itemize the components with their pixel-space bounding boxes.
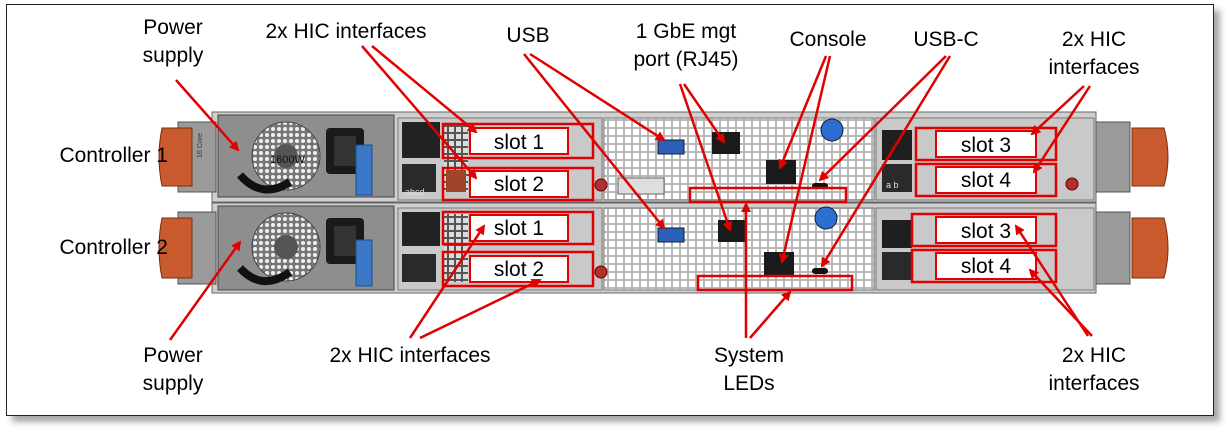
c1-slot-3: slot 3	[914, 126, 1058, 162]
label-power-supply-bottom: Power supply	[142, 344, 204, 395]
label-hic-top-right: 2x HIC interfaces	[1048, 28, 1140, 79]
slot-label: slot 2	[494, 173, 544, 196]
slot-label: slot 1	[494, 131, 544, 154]
controller-1-right-handle	[1095, 121, 1169, 193]
slot-boxes: slot 1 slot 2 slot 3 slot 4 slot 1 slot …	[441, 122, 1058, 288]
c1-slot-2: slot 2	[441, 166, 595, 202]
controller-2-power-supply	[217, 205, 395, 291]
label-usb-c: USB-C	[913, 28, 979, 51]
c2-slot-3: slot 3	[910, 212, 1058, 248]
c2-system-leds-box	[696, 274, 854, 292]
c2-slot-1: slot 1	[441, 210, 595, 246]
c2-slot-2: slot 2	[441, 250, 595, 288]
slot-label: slot 3	[961, 134, 1011, 157]
label-hic-top-left: 2x HIC interfaces	[265, 20, 427, 43]
slot-label: slot 2	[494, 258, 544, 281]
label-usb: USB	[506, 24, 550, 47]
label-system-leds: System LEDs	[713, 344, 784, 395]
psu-rating: 1600W	[270, 154, 305, 166]
controller-2-left-handle	[158, 211, 217, 285]
slot-label: slot 4	[961, 169, 1012, 192]
c2-slot-4: slot 4	[910, 248, 1058, 284]
c1-slot-4: slot 4	[914, 162, 1058, 198]
callout-arrows	[168, 45, 1093, 341]
handle-label: 16 Core	[197, 133, 204, 158]
slot-label: slot 1	[494, 217, 544, 240]
controller-2-right-handle	[1095, 211, 1169, 285]
controller-1-power-supply: 1600W	[217, 114, 395, 198]
port-mark-short: a b	[886, 180, 899, 190]
label-controller-2: Controller 2	[59, 236, 168, 259]
label-hic-bottom-right: 2x HIC interfaces	[1048, 344, 1140, 395]
label-mgmt-port: 1 GbE mgt port (RJ45)	[633, 20, 739, 71]
c1-system-leds-box	[688, 186, 848, 204]
label-controller-1: Controller 1	[59, 144, 168, 167]
port-mark: abcd	[405, 187, 425, 197]
controller-1-left-handle: 16 Core	[158, 121, 217, 193]
slot-label: slot 4	[961, 255, 1012, 278]
slot-label: slot 3	[961, 220, 1011, 243]
label-power-supply-top: Power supply	[142, 16, 204, 67]
label-console: Console	[789, 28, 867, 51]
label-hic-bottom-left: 2x HIC interfaces	[329, 344, 491, 367]
